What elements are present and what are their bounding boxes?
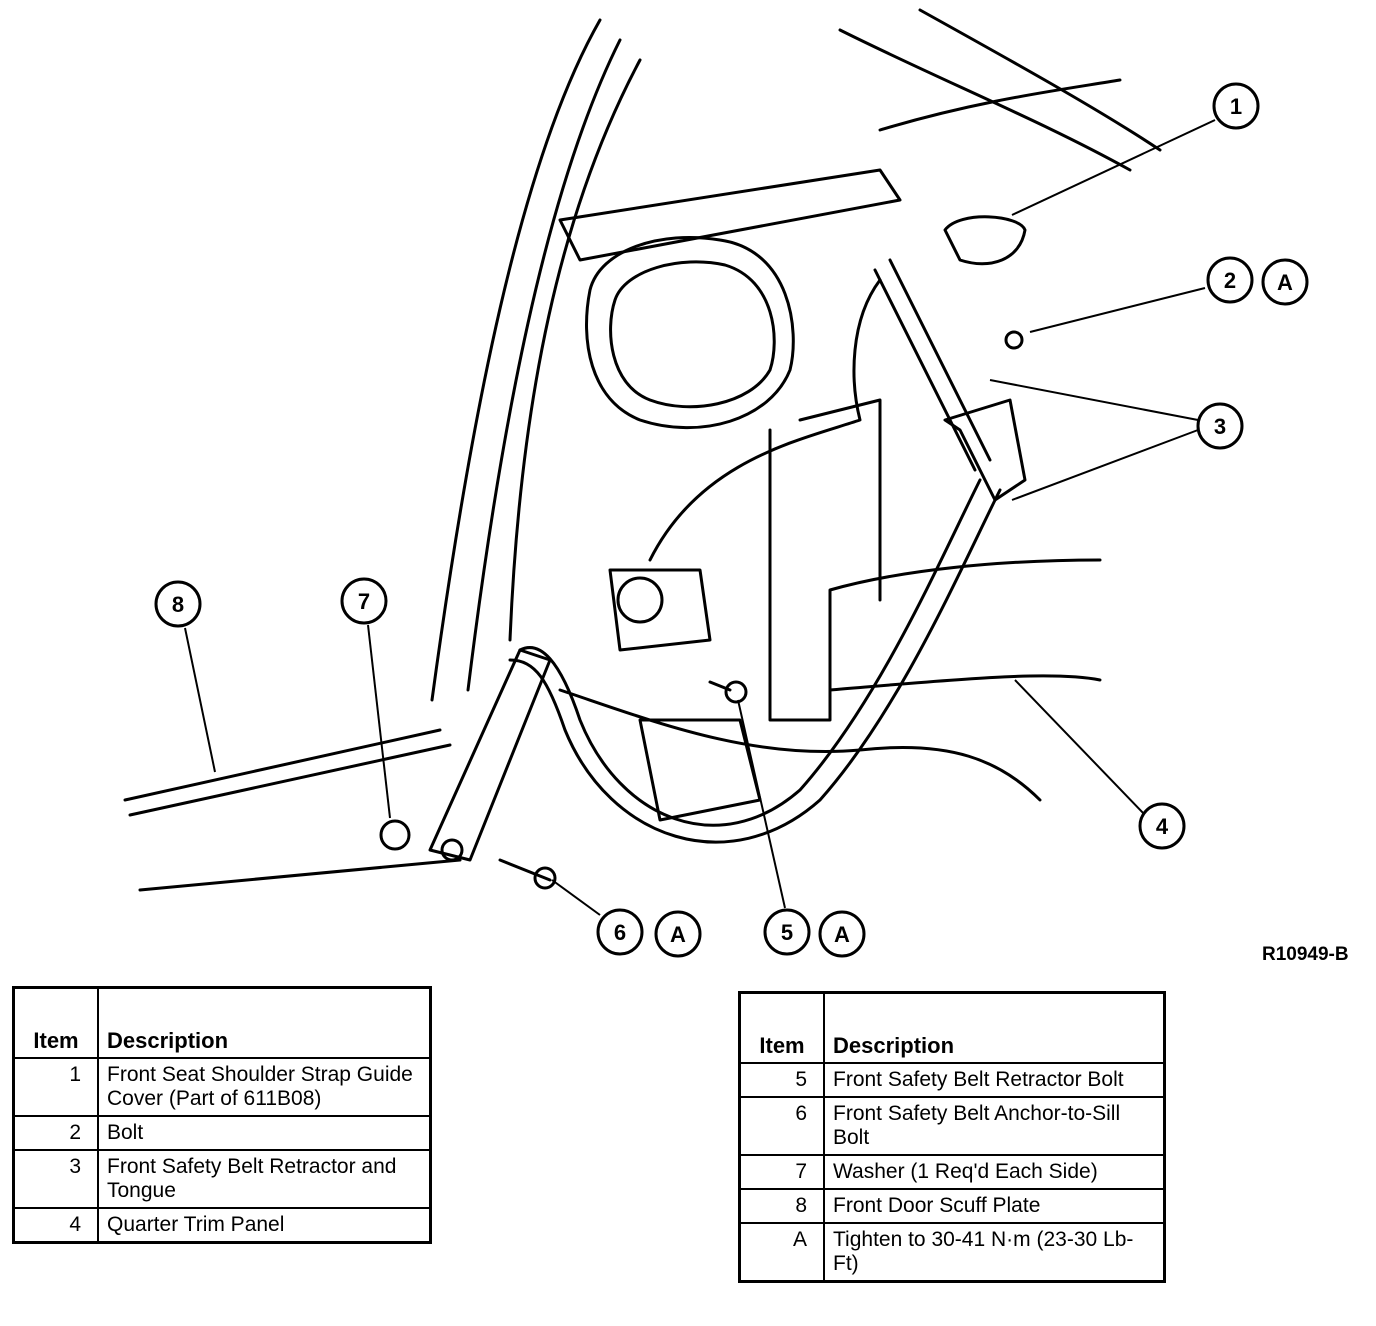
figure-id: R10949-B (1262, 944, 1349, 965)
guide-cover (943, 215, 1027, 266)
anchor-hole (440, 838, 464, 862)
upper-bolt-head (1004, 330, 1024, 350)
belt-tongue (943, 398, 1027, 502)
row-description: Front Safety Belt Retractor and Tongue (97, 1149, 432, 1209)
row-item: 4 (12, 1207, 99, 1244)
quarter-trim-lower (828, 674, 1102, 692)
callout-2-spec: A (1261, 258, 1309, 306)
belt-webbing-lower (518, 478, 982, 827)
row-description: Tighten to 30-41 N·m (23-30 Lb-Ft) (823, 1222, 1166, 1283)
washer (379, 819, 411, 851)
roof-line-2 (918, 8, 1162, 152)
callout-3-number: 3 (1214, 414, 1226, 439)
row-description: Front Door Scuff Plate (823, 1188, 1166, 1224)
callout-5-number: 5 (781, 920, 793, 945)
callout-5-spec: A (818, 910, 866, 958)
callout-2-number: 2 (1224, 268, 1236, 293)
row-description: Front Safety Belt Retractor Bolt (823, 1062, 1166, 1098)
package-shelf (558, 168, 902, 262)
legend-table-1-header: Item Description (12, 986, 432, 1059)
callouts: 1 2 A 3 4 5 A 6 A 7 8 (154, 82, 1309, 958)
row-item: 3 (12, 1149, 99, 1209)
scuff-plate (123, 728, 442, 802)
callout-5-spec-letter: A (834, 922, 850, 947)
anchor-bolt-head (533, 866, 557, 890)
row-item: 8 (738, 1188, 825, 1224)
quarter-top (878, 78, 1122, 132)
callout-7: 7 (340, 577, 388, 625)
sill-lower (138, 858, 462, 892)
belt-webbing-upper (888, 258, 992, 462)
vehicle-interior-line-art (123, 8, 1162, 892)
callout-8-number: 8 (172, 592, 184, 617)
row-item: 7 (738, 1154, 825, 1190)
row-description: Quarter Trim Panel (97, 1207, 432, 1244)
callout-6-spec: A (654, 910, 702, 958)
callout-4: 4 (1138, 802, 1186, 850)
floor-contour (558, 688, 1042, 802)
row-item: 6 (738, 1096, 825, 1156)
callout-8: 8 (154, 580, 202, 628)
callout-6-spec-letter: A (670, 922, 686, 947)
speaker-opening (609, 260, 776, 409)
belt-webbing-upper-2 (873, 268, 977, 472)
callout-2: 2 (1206, 256, 1254, 304)
callout-1: 1 (1212, 82, 1260, 130)
leader-lines (184, 119, 1216, 916)
door-frame-inner2 (508, 58, 642, 642)
belt-loop (648, 278, 882, 562)
retractor-spool (616, 576, 664, 624)
retractor-body (608, 568, 712, 652)
trim-edge (798, 398, 882, 602)
header-item: Item (738, 991, 825, 1064)
callout-6-number: 6 (614, 920, 626, 945)
door-frame-inner (466, 38, 622, 692)
callout-3: 3 (1196, 402, 1244, 450)
anchor-bolt (498, 858, 552, 882)
row-item: A (738, 1222, 825, 1283)
row-description: Front Safety Belt Anchor-to-Sill Bolt (823, 1096, 1166, 1156)
quarter-trim-panel (768, 428, 1102, 722)
callout-6: 6 (596, 908, 644, 956)
legend-table-2-header: Item Description (738, 991, 1166, 1064)
row-description: Bolt (97, 1115, 432, 1151)
speaker-housing (585, 235, 795, 430)
belt-webbing-lower-2 (508, 488, 1002, 844)
row-item: 5 (738, 1062, 825, 1098)
row-description: Washer (1 Req'd Each Side) (823, 1154, 1166, 1190)
row-description: Front Seat Shoulder Strap Guide Cover (P… (97, 1057, 432, 1117)
roof-line (838, 28, 1132, 172)
door-frame-outer (430, 18, 602, 702)
header-description: Description (97, 986, 432, 1059)
callout-7-number: 7 (358, 589, 370, 614)
retractor-bolt-head (724, 680, 748, 704)
callout-2-spec-letter: A (1277, 270, 1293, 295)
retractor-bolt (708, 680, 732, 692)
callout-4-number: 4 (1156, 814, 1169, 839)
callout-5: 5 (763, 908, 811, 956)
header-item: Item (12, 986, 99, 1059)
callout-1-number: 1 (1230, 94, 1242, 119)
anchor-strap (428, 648, 552, 862)
header-description: Description (823, 991, 1166, 1064)
seat-belt-diagram: 1 2 A 3 4 5 A 6 A 7 8 (123, 8, 1309, 958)
scuff-plate-2 (128, 743, 452, 817)
row-item: 1 (12, 1057, 99, 1117)
row-item: 2 (12, 1115, 99, 1151)
